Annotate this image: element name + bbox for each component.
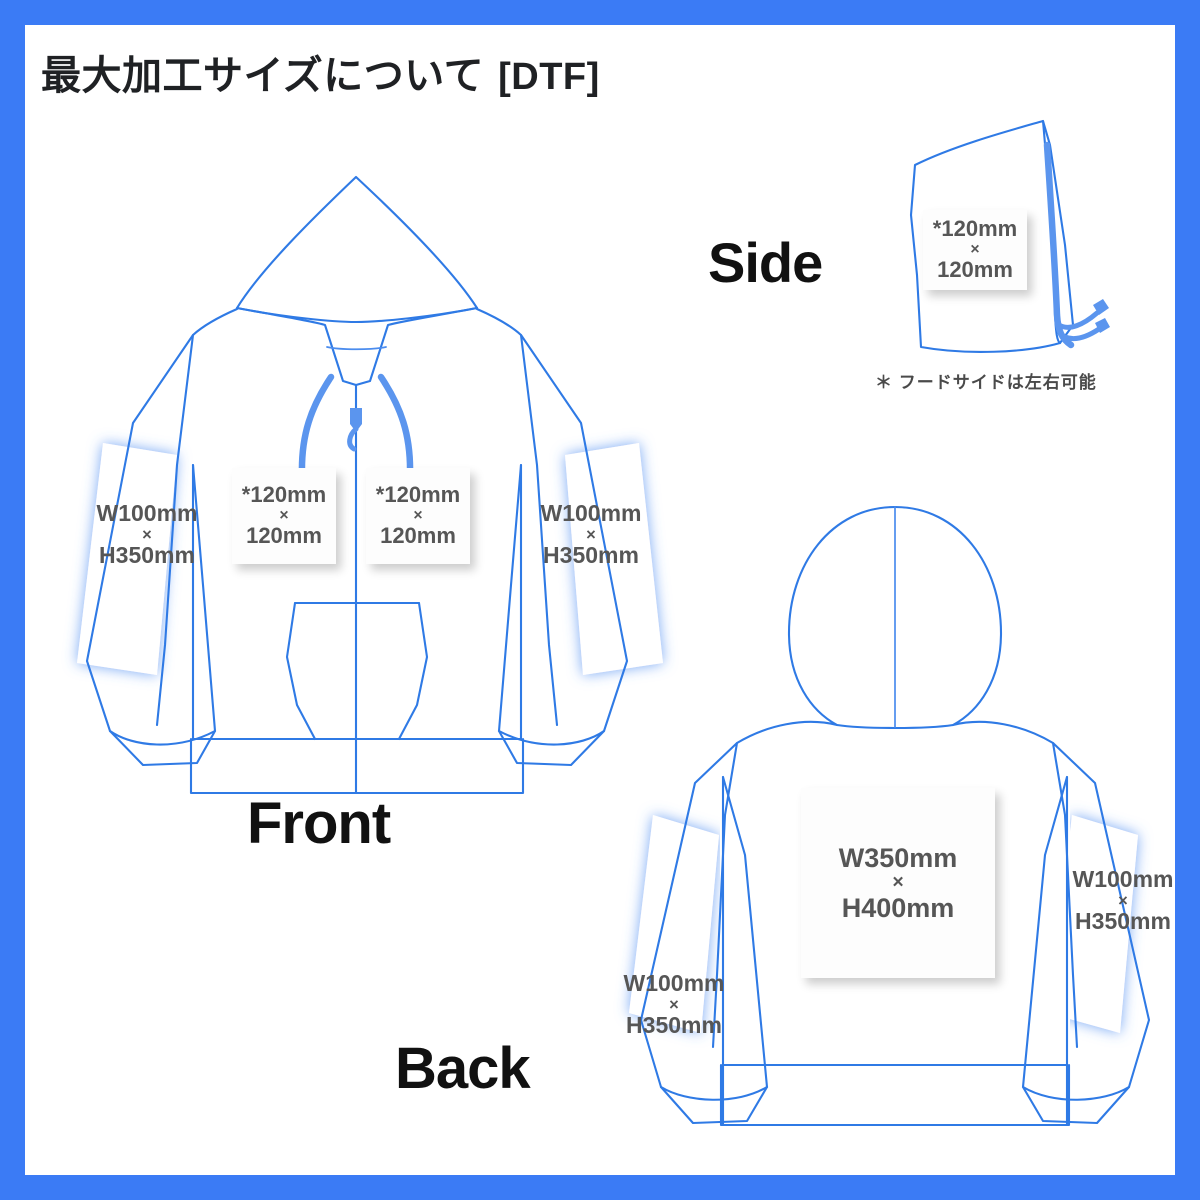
measurement-front-sleeve-left: W100mm × H350mm [81, 487, 213, 583]
side-drawstring-main [1043, 141, 1075, 349]
measurement-line-2: × [669, 994, 679, 1014]
measurement-line-2: × [892, 871, 904, 894]
measurement-line-1: W100mm [623, 969, 725, 996]
front-left-drawstring [298, 373, 335, 479]
side-aglet-a [1093, 299, 1109, 315]
measurement-line-2: × [586, 524, 596, 544]
measurement-line-3: H350mm [99, 542, 195, 569]
front-view-caption: Front [247, 791, 391, 856]
back-left-cuff [659, 1085, 769, 1101]
measurement-line-3: 120mm [380, 522, 456, 548]
measurement-back-center: W350mm × H400mm [801, 788, 995, 978]
page-title: 最大加工サイズについて [DTF] [41, 43, 600, 101]
measurement-line-3: 120mm [937, 256, 1013, 282]
measurement-line-2: × [1118, 890, 1128, 910]
page-title-bracket: [DTF] [498, 56, 600, 98]
measurement-front-chest-left: *120mm × 120mm [232, 468, 336, 564]
side-hood-note: ＊ フードサイドは左右可能 [875, 373, 1097, 392]
side-aglet-b [1095, 318, 1110, 333]
side-drawstring-branch-a [1056, 310, 1100, 330]
measurement-line-3: H350mm [626, 1012, 722, 1039]
front-right-cuff [497, 729, 606, 746]
front-right-sleeve-print-area [565, 443, 663, 675]
front-zipper-pull [350, 408, 362, 432]
side-drawstring-branch-b [1062, 326, 1102, 342]
back-hem-band [719, 1063, 1071, 1127]
measurement-line-1: W350mm [838, 843, 958, 874]
garment-illustrations [77, 119, 1151, 1127]
measurement-line-2: × [413, 507, 423, 525]
front-left-cuff [108, 729, 217, 746]
front-left-sleeve-seam [155, 333, 195, 727]
back-right-cuff [1021, 1085, 1131, 1101]
back-right-sleeve-seam [1051, 741, 1079, 1049]
measurement-front-chest-right: *120mm × 120mm [366, 468, 470, 564]
back-view-caption: Back [395, 1036, 531, 1101]
measurement-line-3: H350mm [1075, 908, 1171, 935]
measurement-back-sleeve-left: W100mm × H350mm [608, 957, 740, 1053]
back-left-sleeve-seam [711, 741, 739, 1049]
measurement-line-3: H400mm [841, 892, 955, 923]
poster-canvas: 最大加工サイズについて [DTF] [25, 25, 1175, 1175]
front-hood-neck-band [326, 346, 387, 351]
measurement-line-2: × [142, 524, 152, 544]
back-hood-outline [787, 505, 1003, 730]
measurement-back-sleeve-right: W100mm × H350mm [1057, 853, 1175, 949]
measurement-line-1: *120mm [375, 482, 461, 508]
measurement-line-2: × [279, 507, 289, 525]
measurement-line-1: W100mm [1072, 865, 1174, 892]
measurement-front-sleeve-right: W100mm × H350mm [525, 487, 657, 583]
measurement-line-3: H350mm [543, 542, 639, 569]
measurement-line-1: *120mm [932, 216, 1018, 242]
front-right-drawstring [377, 373, 414, 479]
side-view-caption: Side [708, 231, 823, 294]
measurement-line-2: × [970, 241, 980, 259]
measurement-line-1: W100mm [540, 499, 642, 526]
side-hood-illustration [909, 119, 1110, 353]
measurement-line-1: *120mm [241, 482, 327, 508]
front-left-sleeve-print-area [77, 443, 177, 675]
measurement-line-1: W100mm [96, 499, 198, 526]
measurement-side-hood: *120mm × 120mm [923, 210, 1027, 290]
front-zipper-tab [347, 426, 359, 452]
front-hood-outline [235, 175, 479, 324]
front-hoodie-illustration [77, 175, 663, 795]
front-right-sleeve-seam [519, 333, 559, 727]
page-title-main: 最大加工サイズについて [41, 54, 485, 98]
measurement-line-3: 120mm [246, 522, 322, 548]
side-hood-outline [909, 119, 1075, 353]
